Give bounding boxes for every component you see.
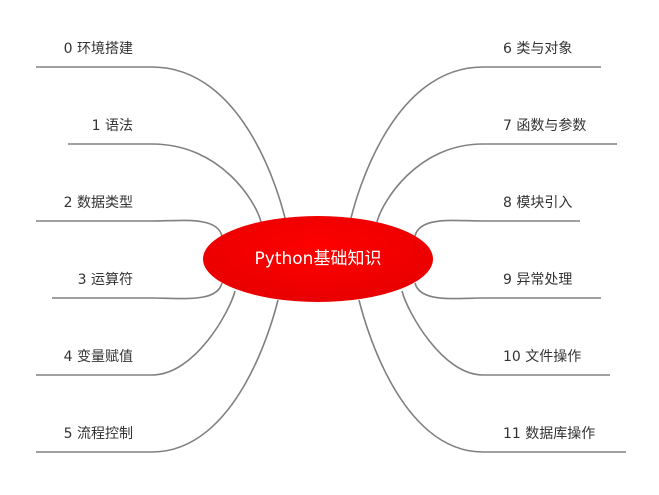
branch-node-label[interactable]: 10 文件操作: [503, 349, 582, 365]
branch-connector: [414, 219, 580, 237]
branch-node-label[interactable]: 1 语法: [91, 118, 133, 134]
branch-connector: [376, 143, 617, 223]
branch-connector: [68, 143, 262, 223]
branch-node-label[interactable]: 9 异常处理: [503, 272, 573, 288]
branch-node-label[interactable]: 0 环境搭建: [63, 41, 133, 57]
branch-connector: [36, 290, 236, 376]
branch-node-label[interactable]: 2 数据类型: [63, 195, 133, 211]
branch-connector: [36, 66, 286, 219]
branch-node-label[interactable]: 3 运算符: [77, 272, 133, 288]
root-node-label[interactable]: Python基础知识: [254, 249, 382, 269]
branch-connector: [52, 282, 223, 300]
root-node[interactable]: [203, 216, 433, 302]
branch-connector: [36, 299, 279, 453]
branch-connector: [358, 299, 626, 453]
branch-node-label[interactable]: 11 数据库操作: [503, 426, 596, 442]
branch-connector: [350, 66, 601, 219]
branch-node-label[interactable]: 5 流程控制: [63, 426, 133, 442]
branch-node-label[interactable]: 4 变量赋值: [63, 349, 133, 365]
branch-node-label[interactable]: 8 模块引入: [503, 195, 573, 211]
branch-connector: [414, 282, 601, 300]
branch-node-label[interactable]: 7 函数与参数: [503, 118, 587, 134]
branch-node-label[interactable]: 6 类与对象: [503, 41, 573, 57]
branch-connector: [36, 219, 223, 237]
branch-connector: [401, 290, 610, 376]
